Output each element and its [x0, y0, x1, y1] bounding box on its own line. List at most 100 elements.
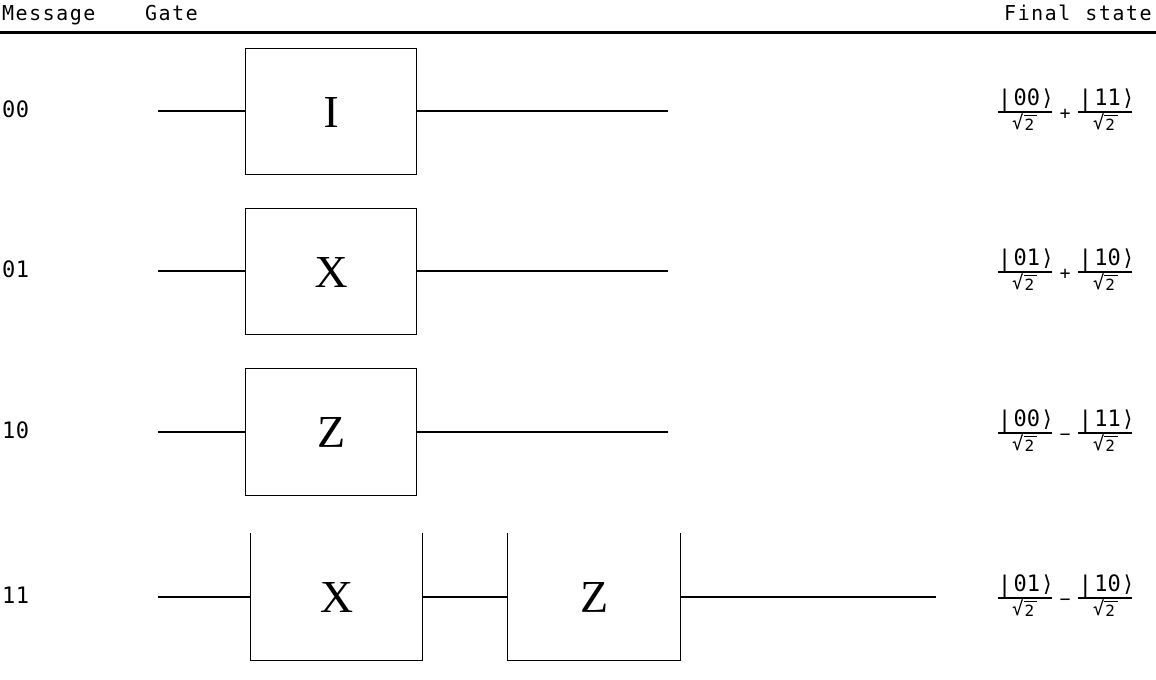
- fraction: | 10 ⟩ √ 2: [1078, 572, 1133, 620]
- column-header-final-state: Final state: [1004, 1, 1153, 25]
- radicand: 2: [1023, 435, 1038, 454]
- radicand: 2: [1023, 274, 1038, 293]
- radical-sign: √: [1092, 597, 1105, 620]
- radicand: 2: [1104, 114, 1118, 133]
- sqrt-two: √ 2: [1012, 432, 1038, 455]
- radical-sign: √: [1012, 111, 1024, 134]
- final-state-expression: | 01 ⟩ √ 2 − | 10 ⟩ √: [985, 550, 1145, 644]
- qubit-wire: [417, 270, 668, 272]
- fraction: | 11 ⟩ √ 2: [1078, 86, 1133, 134]
- sqrt-two: √ 2: [1092, 271, 1118, 294]
- operator-sign: −: [1059, 589, 1071, 610]
- gate-box-z: Z: [507, 533, 681, 661]
- qubit-wire: [681, 596, 936, 598]
- gate-box-z: Z: [245, 368, 417, 496]
- fraction-bar: [997, 111, 1052, 113]
- ket-digits: 11: [1094, 407, 1121, 433]
- operator-sign: +: [1059, 103, 1071, 124]
- ket: | 00 ⟩: [997, 407, 1052, 434]
- message-label: 10: [2, 419, 30, 444]
- gate-label: I: [323, 85, 339, 137]
- qubit-wire: [417, 431, 668, 433]
- radical-sign: √: [1092, 432, 1105, 455]
- ket-digits: 01: [1013, 572, 1040, 598]
- sqrt-two: √ 2: [1012, 597, 1038, 620]
- operator-sign: +: [1059, 263, 1071, 284]
- ket-digits: 00: [1013, 407, 1040, 433]
- fraction-bar: [997, 432, 1052, 434]
- ket-rangle: ⟩: [1042, 246, 1052, 272]
- ket-digits: 00: [1013, 86, 1040, 112]
- fraction-bar: [997, 597, 1052, 599]
- fraction: | 00 ⟩ √ 2: [997, 86, 1052, 134]
- fraction-bar: [997, 271, 1052, 273]
- sqrt-two: √ 2: [1092, 597, 1118, 620]
- ket: | 11 ⟩: [1078, 86, 1133, 113]
- ket-bar: |: [997, 572, 1012, 599]
- ket-bar: |: [997, 86, 1012, 113]
- ket-digits: 10: [1094, 572, 1121, 598]
- fraction: | 10 ⟩ √ 2: [1078, 246, 1133, 294]
- ket-rangle: ⟩: [1123, 86, 1133, 112]
- ket: | 00 ⟩: [997, 86, 1052, 113]
- ket-bar: |: [1078, 246, 1093, 273]
- radicand: 2: [1104, 274, 1118, 293]
- column-header-message: Message: [2, 1, 97, 25]
- ket: | 01 ⟩: [997, 572, 1052, 599]
- ket-rangle: ⟩: [1042, 407, 1052, 433]
- radicand: 2: [1023, 114, 1038, 133]
- column-header-gate: Gate: [145, 1, 200, 25]
- qubit-wire: [158, 596, 250, 598]
- sqrt-two: √ 2: [1092, 111, 1118, 134]
- gate-label: X: [314, 245, 348, 297]
- message-label: 11: [2, 584, 30, 609]
- ket-bar: |: [1078, 407, 1093, 434]
- qubit-wire: [158, 110, 245, 112]
- ket: | 01 ⟩: [997, 246, 1052, 273]
- gate-label: Z: [579, 570, 609, 622]
- radicand: 2: [1104, 435, 1118, 454]
- radical-sign: √: [1092, 111, 1105, 134]
- message-label: 00: [2, 98, 30, 123]
- ket: | 11 ⟩: [1078, 407, 1133, 434]
- ket-bar: |: [1078, 86, 1093, 113]
- fraction: | 01 ⟩ √ 2: [997, 246, 1052, 294]
- fraction: | 11 ⟩ √ 2: [1078, 407, 1133, 455]
- radical-sign: √: [1012, 432, 1024, 455]
- ket-rangle: ⟩: [1123, 246, 1133, 272]
- gate-label: X: [319, 570, 354, 622]
- fraction-bar: [1078, 111, 1133, 113]
- radicand: 2: [1104, 600, 1118, 619]
- fraction-bar: [1078, 597, 1133, 599]
- operator-sign: −: [1059, 424, 1071, 445]
- sqrt-two: √ 2: [1012, 271, 1038, 294]
- gate-box-i: I: [245, 48, 417, 175]
- radical-sign: √: [1092, 271, 1105, 294]
- header-rule: [0, 31, 1156, 34]
- final-state-expression: | 00 ⟩ √ 2 − | 11 ⟩ √: [985, 385, 1145, 479]
- ket-rangle: ⟩: [1042, 86, 1052, 112]
- fraction-bar: [1078, 432, 1133, 434]
- ket-digits: 10: [1094, 246, 1121, 272]
- final-state-expression: | 01 ⟩ √ 2 + | 10 ⟩ √: [985, 224, 1145, 318]
- ket-bar: |: [997, 246, 1012, 273]
- qubit-wire: [158, 431, 245, 433]
- ket-rangle: ⟩: [1123, 572, 1133, 598]
- ket-rangle: ⟩: [1123, 407, 1133, 433]
- ket-digits: 01: [1013, 246, 1040, 272]
- fraction: | 00 ⟩ √ 2: [997, 407, 1052, 455]
- message-label: 01: [2, 258, 30, 283]
- radical-sign: √: [1012, 597, 1024, 620]
- ket-bar: |: [997, 407, 1012, 434]
- radical-sign: √: [1012, 271, 1024, 294]
- gate-label: Z: [316, 406, 346, 457]
- sqrt-two: √ 2: [1012, 111, 1038, 134]
- ket-digits: 11: [1094, 86, 1121, 112]
- fraction-bar: [1078, 271, 1133, 273]
- gate-box-x: X: [250, 533, 423, 661]
- ket-rangle: ⟩: [1042, 572, 1052, 598]
- fraction: | 01 ⟩ √ 2: [997, 572, 1052, 620]
- radicand: 2: [1023, 600, 1038, 619]
- ket: | 10 ⟩: [1078, 246, 1133, 273]
